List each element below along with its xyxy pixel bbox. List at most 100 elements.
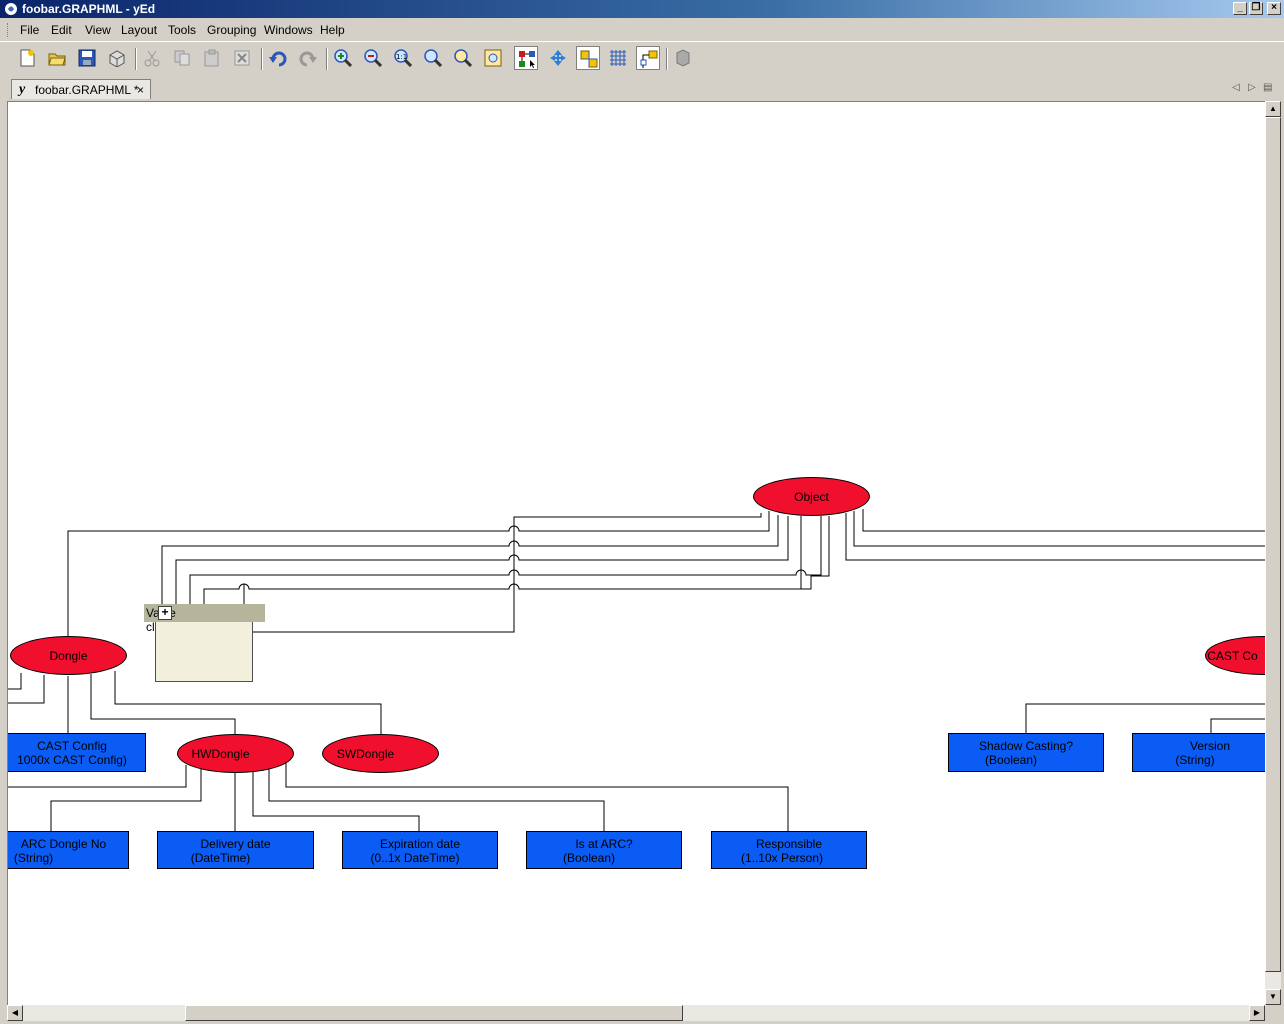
export-icon[interactable] bbox=[105, 46, 129, 70]
horizontal-scroll-thumb[interactable] bbox=[185, 1005, 683, 1021]
menu-tools[interactable]: Tools bbox=[168, 23, 197, 37]
scroll-left-icon[interactable]: ◀ bbox=[7, 1005, 23, 1021]
node-rect-version[interactable]: Version(String) bbox=[1132, 733, 1266, 772]
node-rect-is-at-arc[interactable]: Is at ARC?(Boolean) bbox=[526, 831, 682, 869]
document-tab-bar: y foobar.GRAPHML * × bbox=[0, 78, 1284, 100]
snapping-icon[interactable] bbox=[576, 46, 600, 70]
open-icon[interactable] bbox=[45, 46, 69, 70]
rect-line2: (Boolean) bbox=[562, 851, 616, 865]
node-hwdongle-label: HWDongle bbox=[191, 746, 250, 761]
svg-text:1:1: 1:1 bbox=[396, 53, 407, 61]
tab-foobar[interactable]: y foobar.GRAPHML * × bbox=[11, 79, 151, 99]
rect-line1: Responsible bbox=[755, 837, 823, 851]
scroll-right-icon[interactable]: ▶ bbox=[1249, 1005, 1265, 1021]
rect-line1: Version bbox=[1189, 739, 1231, 753]
node-hwdongle[interactable]: HWDongle bbox=[177, 734, 294, 773]
menu-layout[interactable]: Layout bbox=[121, 23, 158, 37]
node-dongle[interactable]: Dongle bbox=[10, 636, 127, 675]
menu-file[interactable]: File bbox=[20, 23, 40, 37]
tab-scroll-left-icon[interactable]: ◁ bbox=[1232, 82, 1240, 93]
group-expand-icon[interactable]: + bbox=[158, 606, 172, 620]
toolbar-separator bbox=[261, 48, 263, 70]
new-icon[interactable] bbox=[15, 46, 39, 70]
group-header[interactable] bbox=[144, 604, 265, 622]
app-icon bbox=[5, 3, 17, 15]
menu-view[interactable]: View bbox=[85, 23, 111, 37]
edit-mode-icon[interactable] bbox=[514, 46, 538, 70]
zoom-actual-icon[interactable]: 1:1 bbox=[391, 46, 415, 70]
toolbar-separator bbox=[666, 48, 668, 70]
undo-icon[interactable] bbox=[266, 46, 290, 70]
save-icon[interactable] bbox=[75, 46, 99, 70]
node-rect-arc-dongle-no[interactable]: ARC Dongle No(String) bbox=[8, 831, 129, 869]
vertical-scroll-thumb[interactable] bbox=[1265, 117, 1281, 972]
scroll-down-icon[interactable]: ▼ bbox=[1265, 989, 1281, 1005]
node-swdongle-label: SWDongle bbox=[336, 746, 395, 761]
edge-group2-object bbox=[175, 516, 789, 605]
cut-icon[interactable] bbox=[140, 46, 164, 70]
rect-line1: ARC Dongle No bbox=[20, 837, 107, 851]
rect-line2: (String) bbox=[1175, 753, 1215, 767]
node-rect-responsible[interactable]: Responsible(1..10x Person) bbox=[711, 831, 867, 869]
tab-scroll-right-icon[interactable]: ▷ bbox=[1248, 82, 1256, 93]
menu-windows[interactable]: Windows bbox=[264, 23, 313, 37]
toolbar: 1:1 bbox=[0, 41, 1284, 76]
delete-icon[interactable] bbox=[230, 46, 254, 70]
title-bar: foobar.GRAPHML - yEd _ ❐ × bbox=[0, 0, 1284, 18]
rect-line2: (String) bbox=[13, 851, 54, 865]
rect-line1: CAST Config bbox=[37, 739, 107, 753]
menu-help[interactable]: Help bbox=[320, 23, 345, 37]
copy-icon[interactable] bbox=[170, 46, 194, 70]
minimize-button[interactable]: _ bbox=[1233, 2, 1247, 15]
paste-icon[interactable] bbox=[200, 46, 224, 70]
horizontal-scrollbar[interactable]: ◀ ▶ bbox=[7, 1005, 1265, 1021]
rect-line2: (1..10x Person) bbox=[740, 851, 824, 865]
node-rect-delivery-date[interactable]: Delivery date(DateTime) bbox=[157, 831, 314, 869]
tab-label: foobar.GRAPHML * bbox=[35, 83, 139, 97]
node-object[interactable]: Object bbox=[753, 477, 870, 516]
rect-line2: (Boolean) bbox=[984, 753, 1038, 767]
restore-button[interactable]: ❐ bbox=[1249, 2, 1263, 15]
menu-grouping[interactable]: Grouping bbox=[207, 23, 257, 37]
scroll-up-icon[interactable]: ▲ bbox=[1265, 101, 1281, 117]
graph-canvas[interactable]: Object Dongle HWDongle SWDongle CAST Co … bbox=[7, 101, 1266, 1006]
group-body bbox=[155, 622, 253, 682]
node-dongle-label: Dongle bbox=[49, 648, 88, 663]
zoom-out-icon[interactable] bbox=[361, 46, 385, 70]
edge-group3-object bbox=[189, 516, 822, 605]
node-swdongle[interactable]: SWDongle bbox=[322, 734, 439, 773]
edge-object-right3 bbox=[845, 513, 1266, 561]
node-rect-expiration-date[interactable]: Expiration date(0..1x DateTime) bbox=[342, 831, 498, 869]
rect-line2: (DateTime) bbox=[190, 851, 251, 865]
yed-file-icon: y bbox=[19, 82, 26, 97]
overview-icon[interactable] bbox=[671, 46, 695, 70]
zoom-in-icon[interactable] bbox=[331, 46, 355, 70]
tab-list-icon[interactable]: ▤ bbox=[1263, 82, 1273, 93]
vertical-scrollbar[interactable]: ▲ ▼ bbox=[1265, 101, 1281, 1005]
rect-line1: Shadow Casting? bbox=[978, 739, 1074, 753]
edge-object-right2 bbox=[853, 511, 1266, 547]
rect-line1: Expiration date bbox=[379, 837, 461, 851]
node-object-label: Object bbox=[794, 489, 829, 504]
edge-object-right1 bbox=[862, 509, 1266, 532]
grid-icon[interactable] bbox=[606, 46, 630, 70]
fit-content-icon[interactable] bbox=[481, 46, 505, 70]
redo-icon[interactable] bbox=[296, 46, 320, 70]
orthogonal-edges-icon[interactable] bbox=[636, 46, 660, 70]
navigation-mode-icon[interactable] bbox=[546, 46, 570, 70]
node-cast-config-label: CAST Co bbox=[1207, 648, 1258, 663]
menu-edit[interactable]: Edit bbox=[51, 23, 72, 37]
zoom-fit-icon[interactable] bbox=[421, 46, 445, 70]
zoom-area-icon[interactable] bbox=[451, 46, 475, 70]
close-button[interactable]: × bbox=[1267, 2, 1281, 15]
toolbar-separator bbox=[326, 48, 328, 70]
menu-bar: File Edit View Layout Tools Grouping Win… bbox=[0, 19, 1284, 41]
toolbar-separator bbox=[135, 48, 137, 70]
rect-line1: Is at ARC? bbox=[575, 837, 633, 851]
rect-line2: 1000x CAST Config) bbox=[17, 753, 127, 767]
window-title: foobar.GRAPHML - yEd bbox=[22, 2, 156, 16]
tab-close-icon[interactable]: × bbox=[137, 83, 145, 97]
menu-grip bbox=[7, 23, 10, 37]
node-rect-shadow-casting[interactable]: Shadow Casting?(Boolean) bbox=[948, 733, 1104, 772]
